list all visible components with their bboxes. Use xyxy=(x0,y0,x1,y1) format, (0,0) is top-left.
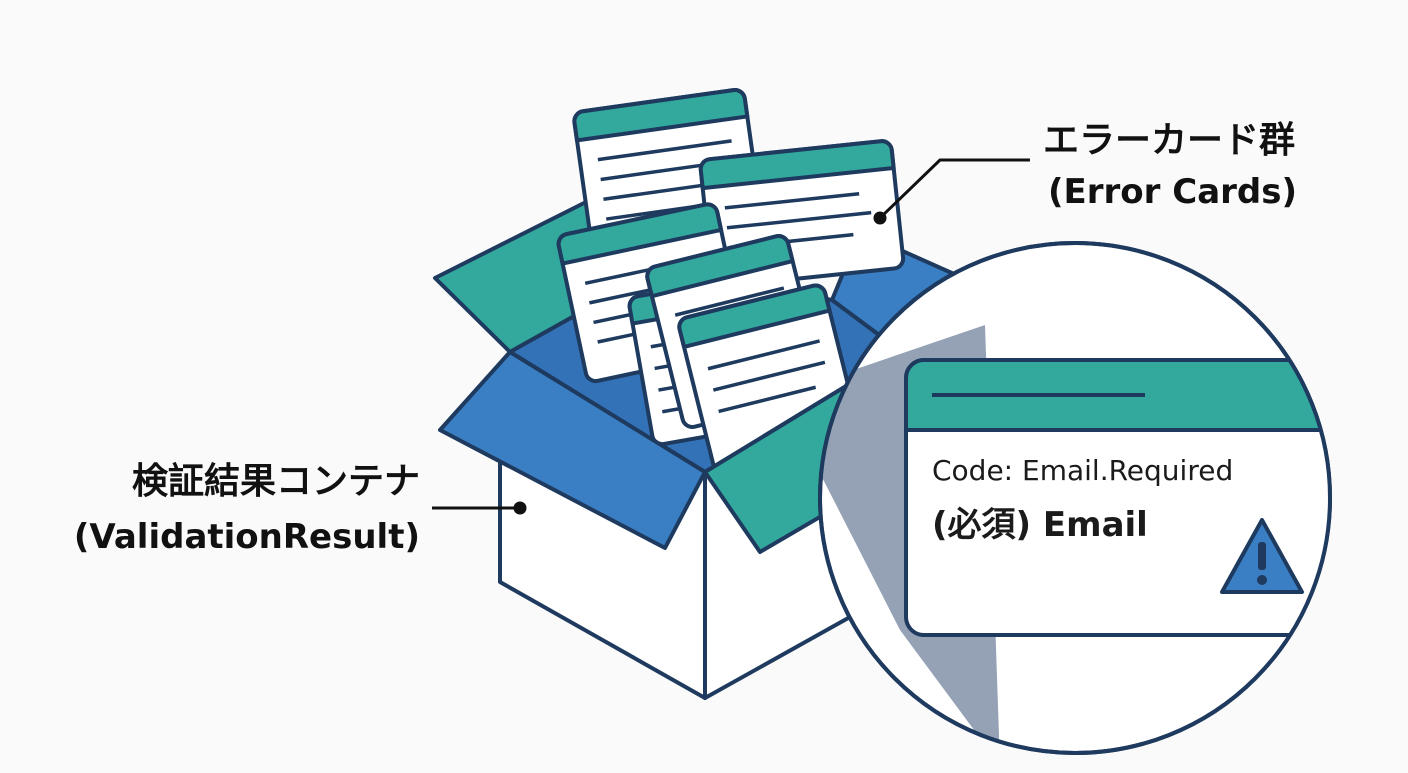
error-code-text: Code: Email.Required xyxy=(932,454,1233,487)
cards-label-en: (Error Cards) xyxy=(1048,172,1297,212)
cards-leader xyxy=(873,158,1030,225)
zoomed-error-card: Code: Email.Required (必須) Email xyxy=(904,358,1330,637)
container-label-jp: 検証結果コンテナ xyxy=(132,461,420,502)
error-message-text: (必須) Email xyxy=(932,505,1148,545)
box-front-left-flap xyxy=(438,350,707,550)
container-label-en: (ValidationResult) xyxy=(74,517,420,557)
magnifier-lens: Code: Email.Required (必須) Email xyxy=(818,241,1332,755)
warning-triangle-icon xyxy=(1220,518,1304,594)
container-leader xyxy=(432,501,527,515)
error-card-group xyxy=(556,88,906,485)
cards-label-jp: エラーカード群 xyxy=(1043,120,1295,161)
